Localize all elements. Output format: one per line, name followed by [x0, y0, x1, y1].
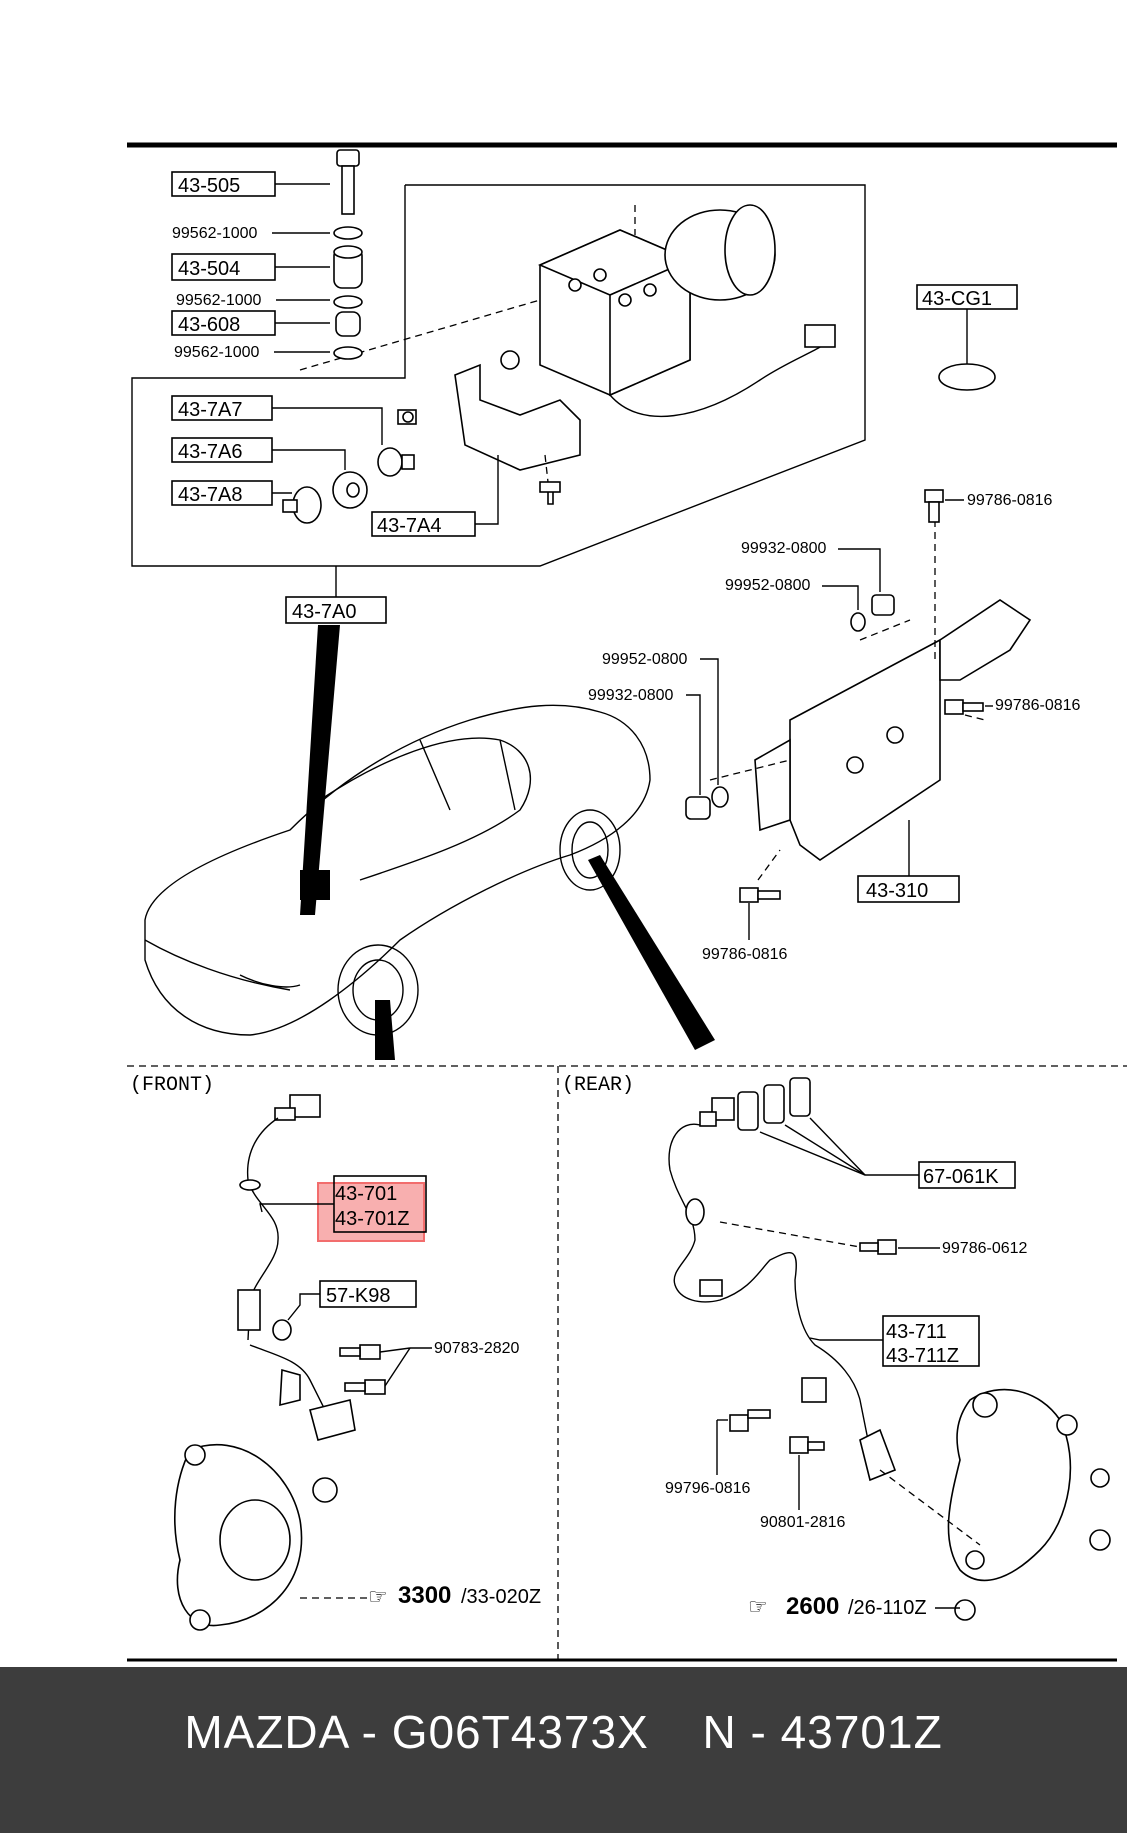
ref-2600: 2600 [786, 1593, 839, 1620]
label-43-7A8: 43-7A8 [171, 480, 292, 506]
svg-text:43-711: 43-711 [886, 1321, 947, 1343]
label-43-608: 43-608 [171, 310, 330, 336]
label-57-K98: 57-K98 [287, 1280, 417, 1321]
label-43-701Z: 43-701Z [335, 1208, 410, 1230]
bolt-99796-0816 [729, 1409, 771, 1432]
spacer-43-608 [335, 311, 361, 337]
ref-3300: 3300 [398, 1582, 451, 1609]
bushing-43-504 [333, 245, 363, 289]
svg-text:43-7A8: 43-7A8 [178, 484, 243, 506]
label-43-7A4: 43-7A4 [371, 455, 499, 537]
bolt-90801-2816 [789, 1436, 825, 1454]
caption-dash-1: - [361, 1706, 378, 1758]
label-90783-2820: 90783-2820 [434, 1340, 520, 1357]
label-43-7A0: 43-7A0 [285, 566, 387, 624]
pointing-hand-icon-front: ☞ [368, 1584, 388, 1609]
label-99952-0800-b: 99952-0800 [602, 651, 688, 668]
svg-text:57-K98: 57-K98 [326, 1285, 391, 1307]
nut-99932-b [685, 796, 711, 820]
label-99952-0800-a: 99952-0800 [725, 577, 811, 594]
label-67-061K: 67-061K [759, 1117, 1016, 1189]
pointer-arrow-hcu [300, 625, 340, 915]
label-43-711: 43-711 43-711Z [809, 1315, 980, 1367]
leader-dashed-rear [879, 1469, 981, 1546]
front-abs-sensor [174, 1094, 356, 1631]
bolt-43-505 [336, 149, 360, 215]
nut-43-7A7 [397, 409, 417, 425]
leader-dashed-99786-0612 [719, 1221, 861, 1248]
washer-99562-b [333, 295, 363, 309]
leader-99932-a [838, 548, 881, 592]
label-43-CG1: 43-CG1 [916, 284, 1018, 365]
svg-text:43-504: 43-504 [178, 258, 240, 280]
front-section-title: (FRONT) [130, 1074, 214, 1097]
washer-99952-b [711, 786, 729, 808]
label-99562-1000-b: 99562-1000 [176, 292, 262, 309]
brand-name: MAZDA [184, 1706, 348, 1758]
leader-99952-a [822, 585, 859, 610]
label-99932-0800-a: 99932-0800 [741, 540, 827, 557]
washer-99562-a [333, 226, 363, 240]
svg-text:43-7A0: 43-7A0 [292, 601, 357, 623]
car-illustration [144, 704, 651, 1036]
mount-43-7A8 [282, 471, 368, 524]
svg-text:43-310: 43-310 [866, 880, 928, 902]
label-99786-0816-a: 99786-0816 [967, 492, 1053, 509]
leader-99952-b [700, 658, 719, 785]
label-99796-0816: 99796-0816 [665, 1480, 751, 1497]
washer-99562-c [333, 346, 363, 360]
grommet-43-7A6 [377, 447, 415, 477]
svg-text:67-061K: 67-061K [923, 1166, 999, 1188]
svg-text:43-7A7: 43-7A7 [178, 399, 243, 421]
ref-33-020Z: /33-020Z [461, 1586, 541, 1608]
label-90801-2816: 90801-2816 [760, 1514, 846, 1531]
label-43-7A6: 43-7A6 [171, 437, 346, 470]
rear-abs-sensor [668, 1077, 1111, 1621]
hcu-mount-bracket-43-310 [709, 520, 1032, 881]
hcu-bracket [454, 350, 581, 505]
leader-99932-b [686, 694, 701, 795]
bolt-99786-0612 [859, 1239, 897, 1255]
label-99786-0612: 99786-0612 [942, 1240, 1028, 1257]
svg-text:43-7A6: 43-7A6 [178, 441, 243, 463]
svg-text:43-701: 43-701 [335, 1183, 397, 1205]
svg-text:43-505: 43-505 [178, 175, 240, 197]
label-99562-1000-c: 99562-1000 [174, 344, 260, 361]
bolts-90783-2820 [339, 1344, 411, 1395]
footer-bar: MAZDA - G06T4373X N - 43701Z [0, 1667, 1127, 1833]
hcu-unit [299, 204, 836, 418]
pointer-arrow-front [375, 1000, 395, 1060]
ref-26-110Z: /26-110Z [848, 1597, 927, 1619]
label-99786-0816-c: 99786-0816 [702, 946, 788, 963]
parts-diagram: (FRONT) (REAR) 43-505 99562-1000 [127, 142, 1127, 1662]
pointing-hand-icon-rear: ☞ [748, 1594, 768, 1619]
label-99932-0800-b: 99932-0800 [588, 687, 674, 704]
svg-text:43-608: 43-608 [178, 314, 240, 336]
svg-text:43-711Z: 43-711Z [886, 1345, 959, 1367]
hcu-location-mark [300, 870, 330, 900]
nut-99932-a [871, 594, 895, 616]
label-99786-0816-b: 99786-0816 [995, 697, 1081, 714]
part-prefix: N [702, 1706, 737, 1758]
label-43-7A7: 43-7A7 [171, 395, 383, 445]
label-43-504: 43-504 [171, 253, 330, 281]
label-43-701: 43-701 [259, 1175, 427, 1233]
label-99562-1000-a: 99562-1000 [172, 225, 258, 242]
part-number-caption: MAZDA - G06T4373X N - 43701Z [184, 1705, 942, 1759]
oem-code: G06T4373X [391, 1706, 649, 1758]
washer-99952-a [850, 612, 866, 632]
part-number: 43701Z [780, 1706, 943, 1758]
clamp-43-CG1 [938, 363, 996, 391]
caption-dash-2: - [750, 1706, 767, 1758]
label-43-310: 43-310 [857, 820, 960, 903]
bolt-99786-0816-b [944, 699, 984, 715]
svg-text:43-7A4: 43-7A4 [377, 515, 442, 537]
label-43-505: 43-505 [171, 171, 330, 197]
bolt-99786-0816-c [739, 887, 781, 903]
bolt-99786-0816-a [924, 489, 944, 523]
rear-section-title: (REAR) [562, 1074, 634, 1097]
svg-text:43-CG1: 43-CG1 [922, 288, 992, 310]
pointer-arrow-rear [588, 855, 715, 1050]
